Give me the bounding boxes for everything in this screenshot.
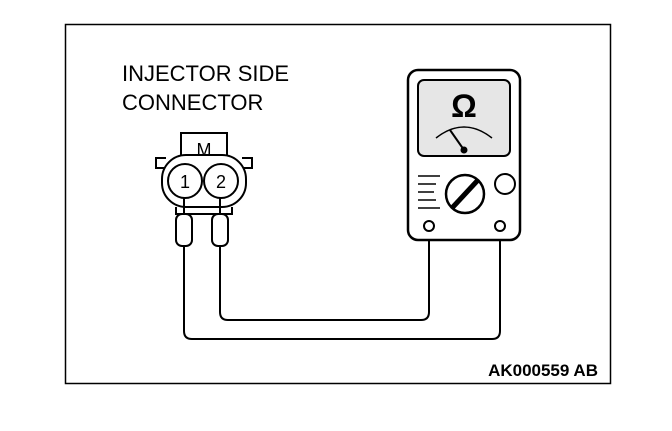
connector-icon: M: [155, 132, 253, 215]
lead-wire-pin1: [183, 226, 501, 340]
zero-adjust-knob: [494, 173, 516, 195]
meter-needle: [449, 129, 465, 151]
pin-1-label: 1: [180, 172, 190, 192]
meter-scale: [435, 126, 493, 139]
lead-wire-pin2: [219, 226, 430, 321]
meter-display: [417, 79, 511, 157]
meter-terminal-left: [423, 220, 435, 232]
pin-2-label: 2: [216, 172, 226, 192]
connector-label-line1: INJECTOR SIDE: [122, 61, 289, 86]
connector-label-line2: CONNECTOR: [122, 90, 263, 115]
meter-terminal-right: [494, 220, 506, 232]
reference-code: AK000559 AB: [488, 361, 598, 380]
ohm-symbol: Ω: [451, 88, 477, 124]
ohmmeter-icon: [406, 68, 522, 242]
